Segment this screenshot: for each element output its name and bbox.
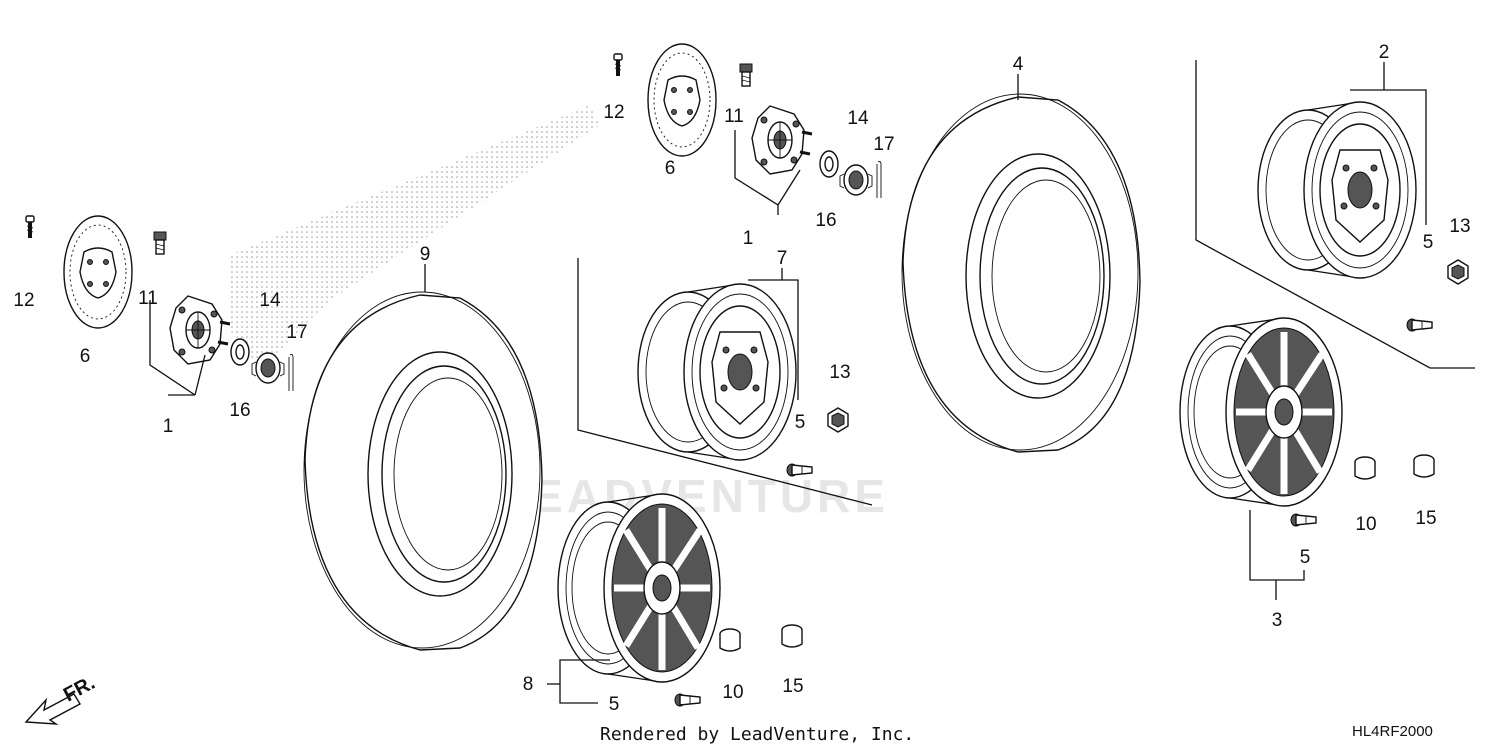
cotter-pin-17-upper bbox=[876, 160, 882, 199]
washer-16-upper bbox=[819, 150, 839, 178]
callout-3: 3 bbox=[1272, 610, 1283, 631]
callout-16: 16 bbox=[815, 210, 836, 231]
stud-11-lower bbox=[153, 231, 167, 255]
lug-nut-15-right bbox=[1413, 454, 1435, 478]
callout-1: 1 bbox=[743, 228, 754, 249]
callout-13: 13 bbox=[1449, 216, 1470, 237]
callout-2: 2 bbox=[1379, 42, 1390, 63]
stud-11-upper bbox=[739, 63, 753, 87]
callout-15: 15 bbox=[782, 676, 803, 697]
callout-8: 8 bbox=[523, 674, 534, 695]
front-hub-assembly-upper bbox=[612, 43, 882, 215]
callout-12: 12 bbox=[13, 290, 34, 311]
alloy-wheel-8 bbox=[558, 494, 803, 707]
rendered-by-caption: Rendered by LeadVenture, Inc. bbox=[600, 724, 914, 745]
callout-11: 11 bbox=[138, 288, 158, 309]
callout-10: 10 bbox=[1355, 514, 1376, 535]
steel-wheel-7 bbox=[577, 258, 873, 506]
wheel-hub-1-upper bbox=[750, 104, 814, 176]
callout-5: 5 bbox=[1423, 232, 1434, 253]
callout-5: 5 bbox=[795, 412, 806, 433]
tire-4-rear bbox=[901, 93, 1141, 453]
brake-rotor-6-upper bbox=[647, 43, 717, 157]
callout-5: 5 bbox=[1300, 547, 1311, 568]
callout-9: 9 bbox=[420, 244, 431, 265]
lug-nut-13-left bbox=[827, 407, 849, 433]
washer-16-lower bbox=[230, 338, 250, 366]
cap-nut-10-right bbox=[1354, 456, 1376, 480]
cotter-pin-17-lower bbox=[288, 353, 294, 392]
leader-lines bbox=[424, 62, 1385, 685]
callout-17: 17 bbox=[286, 322, 307, 343]
brake-rotor-6-lower bbox=[63, 215, 133, 329]
diagram-code: HL4RF2000 bbox=[1352, 723, 1433, 740]
callout-16: 16 bbox=[229, 400, 250, 421]
wheel-hub-1-lower bbox=[168, 294, 232, 366]
callout-labels: 1 1 2 3 4 5 5 5 5 6 6 7 8 9 10 10 11 11 … bbox=[13, 42, 1470, 715]
callout-1: 1 bbox=[163, 416, 174, 437]
callout-6: 6 bbox=[80, 346, 91, 367]
callout-6: 6 bbox=[665, 158, 676, 179]
callout-12: 12 bbox=[603, 102, 624, 123]
callout-17: 17 bbox=[873, 134, 894, 155]
callout-14: 14 bbox=[847, 108, 869, 129]
lug-nut-15-left bbox=[781, 624, 803, 648]
callout-13: 13 bbox=[829, 362, 850, 383]
cap-nut-10-left bbox=[719, 628, 741, 652]
callout-11: 11 bbox=[724, 106, 744, 127]
callout-14: 14 bbox=[259, 290, 281, 311]
bolt-12-lower bbox=[24, 214, 36, 240]
lug-nut-13-right bbox=[1447, 259, 1469, 285]
callout-5: 5 bbox=[609, 694, 620, 715]
callout-15: 15 bbox=[1415, 508, 1436, 529]
valve-5-wheel8 bbox=[674, 693, 701, 707]
callout-4: 4 bbox=[1013, 54, 1024, 75]
front-direction-arrow-icon bbox=[24, 693, 81, 725]
alloy-wheel-3 bbox=[1180, 318, 1435, 581]
bolt-12-upper bbox=[612, 52, 624, 78]
castle-nut-14-upper bbox=[839, 164, 873, 196]
valve-5-wheel3 bbox=[1290, 513, 1317, 527]
tire-9-front bbox=[303, 291, 543, 651]
callout-10: 10 bbox=[722, 682, 743, 703]
front-direction-marker: FR. bbox=[24, 672, 99, 725]
dotted-shadow bbox=[230, 105, 600, 370]
front-hub-assembly-lower bbox=[24, 214, 294, 396]
callout-7: 7 bbox=[777, 248, 788, 269]
steel-wheel-2 bbox=[1195, 60, 1475, 369]
valve-5-wheel2 bbox=[1406, 318, 1433, 332]
